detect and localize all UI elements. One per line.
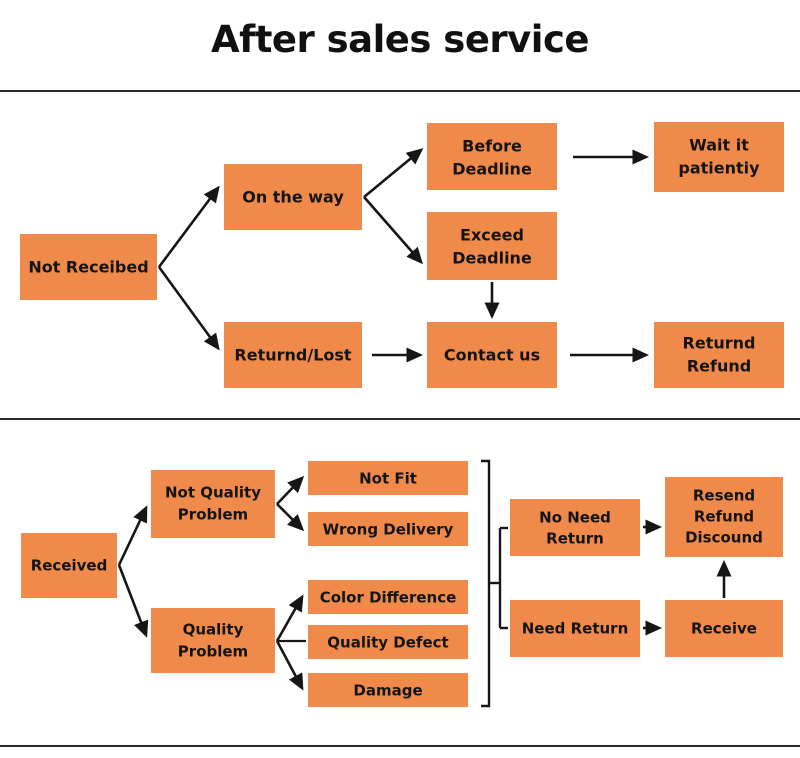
node-not-quality-problem-label-1: Not Quality bbox=[165, 484, 261, 502]
node-resend-refund-discound[interactable]: Resend Refund Discound bbox=[665, 477, 783, 557]
node-damage-label: Damage bbox=[353, 682, 422, 700]
edge-quality-problem-to-color-difference bbox=[275, 594, 304, 642]
node-received[interactable]: Received bbox=[21, 533, 117, 598]
node-exceed-deadline[interactable]: Exceed Deadline bbox=[427, 212, 557, 280]
node-no-need-return-label-1: No Need bbox=[539, 509, 611, 527]
node-quality-problem-label-2: Problem bbox=[178, 643, 248, 661]
edges-received-flow bbox=[117, 459, 732, 708]
node-receive[interactable]: Receive bbox=[665, 600, 783, 657]
node-wrong-delivery-label: Wrong Delivery bbox=[323, 521, 454, 539]
node-need-return-label: Need Return bbox=[522, 620, 629, 638]
edge-not-receibed-to-returnd-lost bbox=[157, 266, 220, 351]
node-quality-problem-label-1: Quality bbox=[183, 621, 244, 639]
node-returnd-lost[interactable]: Returnd/Lost bbox=[224, 322, 362, 388]
edge-on-the-way-to-before-deadline bbox=[363, 148, 424, 199]
node-before-deadline[interactable]: Before Deadline bbox=[427, 123, 557, 190]
node-not-fit[interactable]: Not Fit bbox=[308, 461, 468, 495]
edge-received-to-not-quality-problem bbox=[117, 505, 148, 566]
divider-under-title bbox=[0, 90, 800, 92]
page-title: After sales service bbox=[210, 18, 590, 61]
node-not-receibed[interactable]: Not Receibed bbox=[20, 234, 157, 300]
node-resend-refund-discound-label-3: Discound bbox=[685, 529, 763, 547]
edge-not-receibed-to-on-the-way bbox=[157, 185, 220, 268]
node-received-label: Received bbox=[31, 557, 108, 575]
node-need-return[interactable]: Need Return bbox=[510, 600, 640, 657]
node-no-need-return-label-2: Return bbox=[546, 530, 604, 548]
node-quality-defect-label: Quality Defect bbox=[327, 634, 448, 652]
node-not-receibed-label: Not Receibed bbox=[28, 258, 148, 277]
node-returnd-lost-label: Returnd/Lost bbox=[234, 346, 352, 365]
node-quality-defect[interactable]: Quality Defect bbox=[308, 625, 468, 659]
node-before-deadline-label-2: Deadline bbox=[452, 160, 532, 179]
node-contact-us[interactable]: Contact us bbox=[427, 322, 557, 388]
edge-on-the-way-to-exceed-deadline bbox=[363, 196, 423, 265]
node-returnd-refund[interactable]: Returnd Refund bbox=[654, 322, 784, 388]
node-returnd-refund-label-2: Refund bbox=[687, 357, 751, 376]
node-returnd-refund-label-1: Returnd bbox=[683, 334, 756, 353]
node-receive-label: Receive bbox=[691, 620, 757, 638]
node-contact-us-label: Contact us bbox=[444, 346, 540, 365]
node-not-quality-problem[interactable]: Not Quality Problem bbox=[151, 470, 275, 538]
edges-not-received-flow bbox=[157, 148, 650, 363]
node-on-the-way-label: On the way bbox=[242, 188, 344, 207]
node-not-quality-problem-label-2: Problem bbox=[178, 506, 248, 524]
edge-received-to-quality-problem bbox=[117, 564, 149, 638]
divider-between-sections bbox=[0, 418, 800, 420]
node-color-difference-label: Color Difference bbox=[320, 589, 457, 607]
node-on-the-way[interactable]: On the way bbox=[224, 164, 362, 230]
node-wait-it-patientiy-label-1: Wait it bbox=[689, 136, 749, 155]
node-exceed-deadline-label-2: Deadline bbox=[452, 249, 532, 268]
edge-not-quality-problem-to-wrong-delivery bbox=[276, 503, 305, 532]
node-resend-refund-discound-label-1: Resend bbox=[693, 487, 755, 505]
edge-quality-problem-to-damage bbox=[275, 640, 304, 691]
node-before-deadline-label-1: Before bbox=[462, 137, 522, 156]
node-not-fit-label: Not Fit bbox=[359, 470, 417, 488]
node-wait-it-patientiy[interactable]: Wait it patientiy bbox=[654, 122, 784, 192]
issues-bracket bbox=[481, 459, 491, 708]
node-wrong-delivery[interactable]: Wrong Delivery bbox=[308, 512, 468, 546]
node-wait-it-patientiy-label-2: patientiy bbox=[678, 159, 760, 178]
node-damage[interactable]: Damage bbox=[308, 673, 468, 707]
node-color-difference[interactable]: Color Difference bbox=[308, 580, 468, 614]
node-resend-refund-discound-label-2: Refund bbox=[694, 508, 754, 526]
node-no-need-return[interactable]: No Need Return bbox=[510, 499, 640, 556]
node-quality-problem[interactable]: Quality Problem bbox=[151, 608, 275, 673]
divider-bottom bbox=[0, 745, 800, 747]
node-exceed-deadline-label-1: Exceed bbox=[460, 226, 524, 245]
edge-not-quality-problem-to-not-fit bbox=[276, 475, 305, 505]
